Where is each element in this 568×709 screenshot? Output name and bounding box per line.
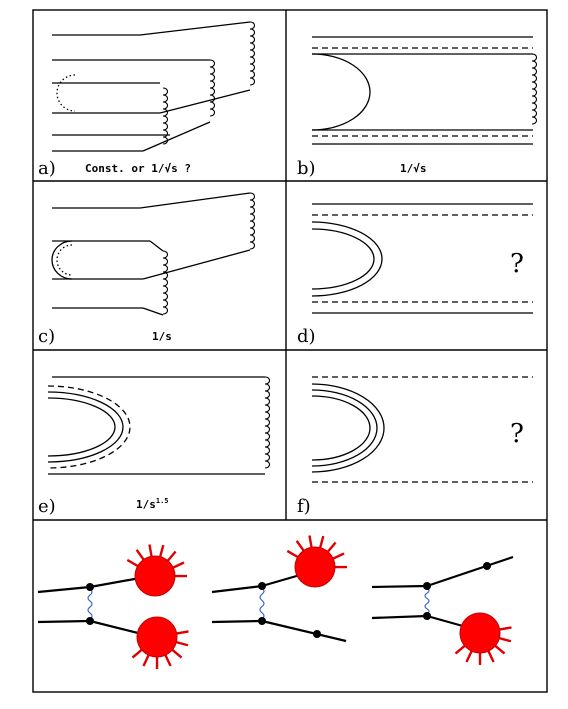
panel-d-question-mark: ?	[510, 249, 524, 279]
hadron-blob	[456, 613, 512, 665]
exchange-diagram-two-blobs	[38, 544, 189, 669]
bottom-panel	[38, 535, 513, 669]
panel-f: ? f)	[297, 377, 533, 517]
panel-c-label: c)	[38, 326, 55, 347]
panel-e-caption: 1/s1.5	[136, 497, 169, 511]
coil-line	[250, 22, 255, 85]
panel-d: ? d)	[297, 204, 533, 347]
panel-e-label: e)	[38, 496, 56, 517]
blob-disc	[137, 617, 177, 657]
coil-line	[532, 54, 537, 124]
panel-b: b) 1/√s	[297, 37, 537, 179]
coil-line	[250, 193, 255, 249]
panel-e: e) 1/s1.5	[38, 377, 270, 517]
panel-f-question-mark: ?	[510, 419, 524, 449]
panel-a-label: a)	[38, 158, 56, 179]
exchange-diagram-lower-blob	[372, 557, 513, 665]
panel-c-caption: 1/s	[152, 330, 172, 343]
hadron-blob	[287, 535, 347, 587]
coil-line	[210, 60, 215, 116]
exchange-line	[425, 588, 429, 614]
panel-c: c) 1/s	[38, 193, 255, 347]
panel-a: a) Const. or 1/√s ?	[38, 22, 255, 179]
panel-b-caption: 1/√s	[400, 162, 427, 175]
panel-grid	[33, 10, 547, 692]
exchange-line	[260, 588, 264, 619]
panel-d-label: d)	[297, 326, 316, 347]
panel-e-caption-exponent: 1.5	[156, 497, 169, 505]
blob-disc	[460, 613, 500, 653]
hadron-blob	[133, 617, 189, 669]
blob-disc	[135, 556, 175, 596]
hadron-blob	[127, 544, 187, 596]
coil-line	[163, 251, 168, 314]
panel-f-label: f)	[297, 496, 311, 517]
blob-disc	[295, 547, 335, 587]
panel-b-label: b)	[297, 158, 316, 179]
exchange-line	[88, 589, 92, 619]
coil-line	[265, 377, 270, 468]
exchange-diagram-upper-blob	[212, 535, 347, 641]
panel-a-caption: Const. or 1/√s ?	[85, 162, 191, 175]
panel-e-caption-base: 1/s	[136, 498, 156, 511]
